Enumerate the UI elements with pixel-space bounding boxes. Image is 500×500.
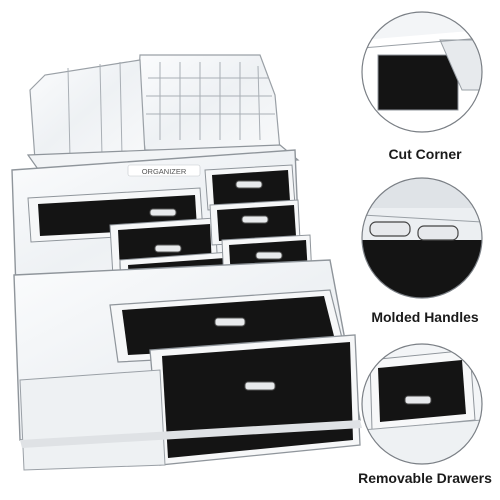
detail-molded-handles xyxy=(361,177,483,299)
detail-cut-corner xyxy=(361,11,483,133)
drawer-handle xyxy=(214,317,246,327)
detail-circle-border xyxy=(361,343,483,465)
feature-label-cut-corner: Cut Corner xyxy=(388,146,462,162)
lower-drawer-case xyxy=(13,259,362,471)
brand-logo: ORGANIZER xyxy=(142,167,187,176)
detail-removable-drawers xyxy=(361,343,483,465)
feature-label-removable-drawers: Removable Drawers xyxy=(358,470,492,486)
feature-label-molded-handles: Molded Handles xyxy=(371,309,479,325)
detail-circle-border xyxy=(361,177,483,299)
drawer-handle xyxy=(244,381,276,391)
acrylic-organizer: ORGANIZER xyxy=(11,54,362,471)
detail-circle-border xyxy=(361,11,483,133)
